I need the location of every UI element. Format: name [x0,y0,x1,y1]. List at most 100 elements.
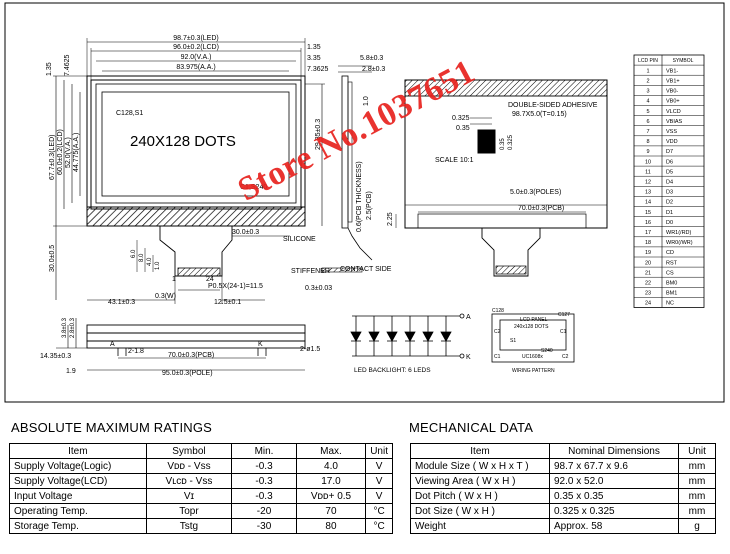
pin-number: 19 [645,250,651,256]
dim-va-width: 92.0(V.A.) [181,54,212,61]
pin-symbol: VB0- [666,89,678,95]
dim-left-2: 7.4625 [64,54,71,76]
pin-symbol: D1 [666,210,673,216]
pin-symbol: CD [666,250,674,256]
silicone-label: SILICONE [283,236,316,243]
cell: Storage Temp. [9,518,147,534]
pin-symbol: BM1 [666,291,677,297]
led-1 [350,316,362,356]
cell: -0.3 [231,473,297,489]
pin-symbol: VSS [666,129,677,135]
table-row: Module Size ( W x H x T )98.7 x 67.7 x 9… [410,458,716,474]
pin-number: 10 [645,159,651,165]
pin-number: 9 [646,149,649,155]
cell: 17.0 [295,473,367,489]
pin-24-label: 24 [206,276,214,283]
side-dim-2-8: 2.8±0.3 [70,317,76,338]
pin-symbol: D4 [666,180,673,186]
pin-number: 3 [646,89,649,95]
side-k-label: K [258,341,263,348]
led-2 [368,316,380,356]
wiring-title: WIRING PATTERN [512,368,555,374]
pin-number: 4 [646,99,649,105]
cell: Vʟᴄᴅ - Vss [145,473,233,489]
pin-symbol: D2 [666,200,673,206]
corner-c1: C1,S240 [240,184,267,191]
dim-led-width: 98.7±0.3(LED) [173,35,218,42]
pin-header-pin: LCD PIN [638,58,658,64]
cell: 70 [295,503,367,519]
pin-symbol: D3 [666,190,673,196]
pin-symbol: BM0 [666,281,677,287]
pin-symbol: D6 [666,159,673,165]
led-6 [440,316,452,356]
contact-side-label: CONTACT SIDE [340,266,392,273]
rear-dim-2-25: 2.25 [387,212,394,226]
dim-12-5: 12.5±0.1 [214,299,241,306]
adhesive-dim: 98.7X5.0(T=0.15) [512,111,567,118]
cell: Input Voltage [9,488,147,504]
wiring-c2b: C2 [562,354,569,360]
ratings-header-max: Max. [295,443,367,459]
pcb-thickness: 0.6(PCB THICKNESS) [356,161,363,232]
scale-label: SCALE 10:1 [435,157,474,164]
cell: 80 [295,518,367,534]
dim-lcd-width: 96.0±0.2(LCD) [173,44,219,51]
pin-number: 21 [645,270,651,276]
cell: mm [678,488,716,504]
cell: 98.7 x 67.7 x 9.6 [549,458,679,474]
pin-number: 14 [645,200,651,206]
wiring-c128: C128 [492,308,504,314]
cell: Dot Pitch ( W x H ) [410,488,550,504]
stiffener-label: STIFFENER [291,268,330,275]
pin-number: 13 [645,190,651,196]
cell: Tstg [145,518,233,534]
ratings-header-row: Item Symbol Min. Max. Unit [9,443,393,459]
dim-left-1: 1.35 [46,62,53,76]
dim-tr-1: 1.35 [307,44,321,51]
mid-dim-5-8: 5.8±0.3 [360,55,383,62]
mechanical-table: Item Nominal Dimensions Unit Module Size… [410,443,716,534]
pin-number: 1 [646,68,649,74]
mechanical-drawing: 98.7±0.3(LED) 96.0±0.2(LCD) 92.0(V.A.) 8… [4,2,725,403]
dot-dim-v-0-35: 0.35 [500,138,506,150]
cell: Approx. 58 [549,518,679,534]
dim-43-1: 43.1±0.3 [108,299,135,306]
dim-2-phi: 2-ø1.5 [300,346,320,353]
ratings-header-item: Item [9,443,147,459]
pin-number: 17 [645,230,651,236]
mid-dim-2-8: 2.8±0.3 [362,66,385,73]
cell: Viewing Area ( W x H ) [410,473,550,489]
cell: g [678,518,716,534]
cell: mm [678,473,716,489]
dots-label: 240X128 DOTS [130,133,236,150]
mechanical-header-row: Item Nominal Dimensions Unit [410,443,716,459]
pin-symbol: VB0+ [666,99,680,105]
dim-tr-3: 7.3625 [307,66,329,73]
pin-number: 23 [645,291,651,297]
cell: Module Size ( W x H x T ) [410,458,550,474]
ratings-table: Item Symbol Min. Max. Unit Supply Voltag… [9,443,393,534]
cell: Vᴅᴅ+ 0.5 [295,488,367,504]
rear-dim-5-0: 5.0±0.3(POLES) [510,189,561,196]
mech-header-dims: Nominal Dimensions [549,443,679,459]
ratings-title: ABSOLUTE MAXIMUM RATINGS [11,420,213,435]
cell: V [365,458,393,474]
pin-table-frame [633,54,705,308]
led-a-label: A [466,314,471,321]
dim-30-side: 30.0±0.5 [49,245,56,272]
dim-0-3: 0.3±0.03 [305,285,332,292]
cell: -20 [231,503,297,519]
wiring-pattern [491,313,575,363]
pin-symbol: D7 [666,149,673,155]
pin-1-label: 1 [172,276,176,283]
dim-2-1-8: 2-1.8 [128,348,144,355]
fpc-dim-1: 1.0 [155,261,161,270]
fpc-dim-6: 6.0 [131,249,137,258]
cell: 4.0 [295,458,367,474]
led-3 [386,316,398,356]
